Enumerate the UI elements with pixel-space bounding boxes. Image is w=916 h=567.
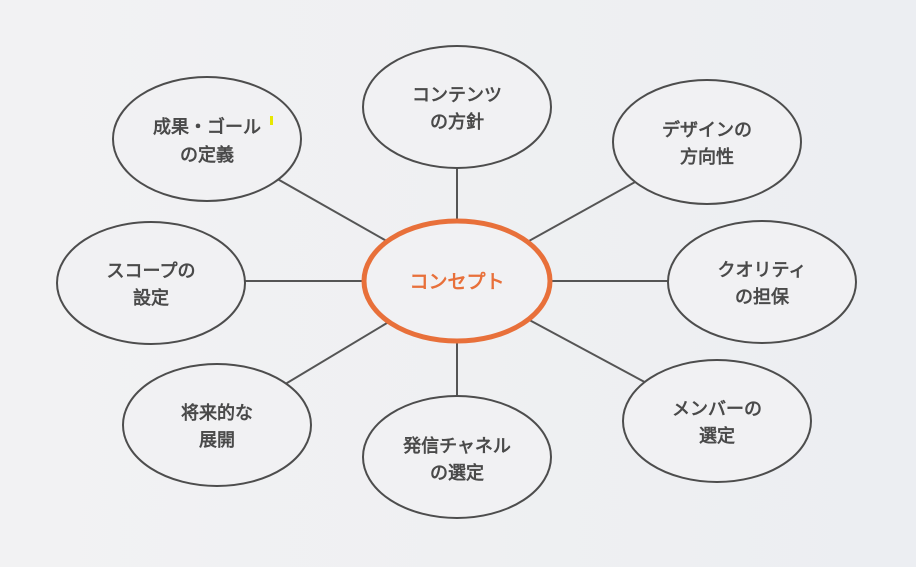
node-label-line2: 方向性 [680,146,734,168]
node-label-line2: の選定 [430,462,484,484]
node-label-line1: クオリティ [718,260,807,281]
node-scope: スコープの 設定 [56,221,246,345]
node-label-line1: 成果・ゴール [153,116,261,138]
node-label-line2: 展開 [199,430,235,451]
node-design: デザインの 方向性 [612,79,802,205]
node-label-line1: メンバーの [672,399,762,420]
node-label-line2: の担保 [735,286,790,308]
highlight-mark [270,116,273,125]
node-label-line2: の方針 [430,111,484,133]
node-content: コンテンツ の方針 [362,45,552,169]
node-label-line2: の定義 [180,144,234,166]
center-label: コンセプト [409,270,504,293]
node-label-line1: スコープの [107,260,196,282]
node-member: メンバーの 選定 [622,359,812,483]
node-label-line1: 将来的な [181,402,253,424]
node-quality: クオリティ の担保 [667,220,857,344]
center-node: コンセプト [361,218,553,344]
node-label-line1: 発信チャネル [402,435,511,457]
node-label-line1: デザインの [662,119,752,141]
node-label-line2: 選定 [699,425,735,447]
node-channel: 発信チャネル の選定 [362,395,552,519]
node-goal: 成果・ゴール の定義 [112,76,302,202]
node-future: 将来的な 展開 [122,363,312,487]
node-label-line2: 設定 [133,287,169,309]
node-label-line1: コンテンツ [412,85,502,106]
